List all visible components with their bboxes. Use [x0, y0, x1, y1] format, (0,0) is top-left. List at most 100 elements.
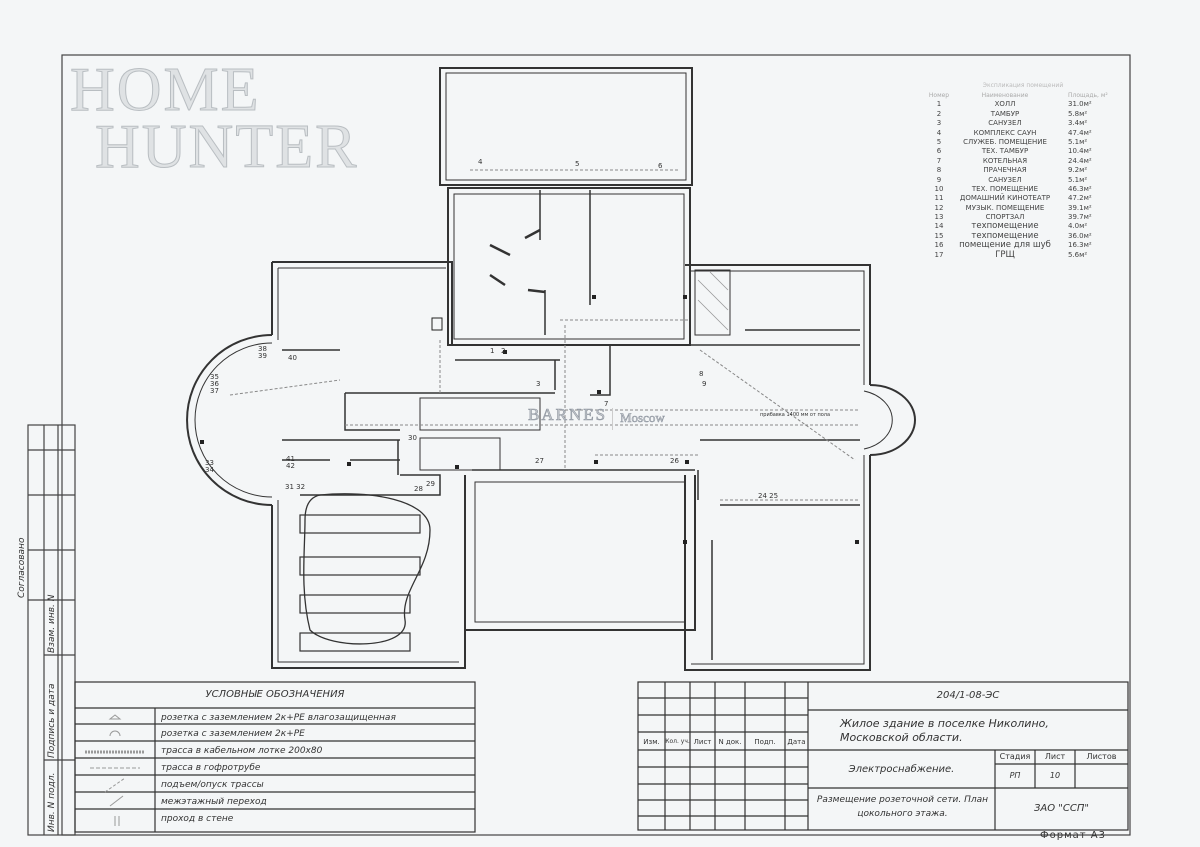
- legend-item: розетка с заземлением 2к+PE: [161, 729, 305, 739]
- room-number: 12: [934, 203, 944, 212]
- room-row: 15 техпомещение 36.0м²: [928, 230, 1118, 241]
- room-area: 16.3м²: [1068, 241, 1092, 250]
- col-num: Номер: [928, 92, 950, 99]
- room-name: техпомещение: [971, 230, 1039, 241]
- drawing-code: 204/1-08-ЭС: [936, 690, 1000, 701]
- sheet-label: Лист: [1044, 752, 1066, 761]
- riser-icon: [104, 777, 126, 793]
- room-name: ТЕХ. ПОМЕЩЕНИЕ: [971, 184, 1039, 193]
- company-name: ЗАО "ССП": [1034, 803, 1089, 814]
- room-name: КОТЕЛЬНАЯ: [982, 156, 1028, 165]
- plan-label: 9: [702, 380, 707, 388]
- drawing-frame: [61, 54, 1131, 836]
- legend-item: проход в стене: [161, 814, 234, 824]
- legend-symbols: [85, 714, 145, 826]
- room-row: 17 ГРЩ 5.6м²: [928, 249, 1118, 260]
- legend-item: межэтажный переход: [161, 797, 267, 807]
- room-name: СПОРТЗАЛ: [985, 213, 1025, 222]
- plan-label: 30: [408, 434, 417, 442]
- legend: УСЛОВНЫЕ ОБОЗНАЧЕНИЯ розетка с заземлени…: [75, 682, 475, 832]
- room-area: 5.6м²: [1068, 250, 1088, 259]
- plan-label: 38 39: [258, 345, 267, 360]
- col-list: Лист: [693, 738, 712, 746]
- room-number: 14: [934, 222, 944, 231]
- room-name: ТАМБУР: [990, 109, 1020, 118]
- col-area: Площадь, м²: [1068, 92, 1108, 99]
- plan-label: 24 25: [758, 492, 779, 500]
- plan-label: 26: [670, 457, 679, 465]
- moscow-watermark: Moscow: [620, 410, 665, 426]
- hatching: [697, 271, 729, 331]
- col-kol-uch: Кол. уч.: [665, 738, 690, 745]
- legend-frame: [74, 681, 476, 833]
- room-row: 11 ДОМАШНИЙ КИНОТЕАТР 47.2м²: [928, 194, 1118, 203]
- plan-label: 4: [478, 158, 483, 166]
- plan-label: 31 32: [285, 483, 306, 491]
- stamp-sign-date: Подпись и дата: [47, 683, 57, 758]
- plan-label: 3: [536, 380, 541, 388]
- room-row: 16 помещение для шуб 16.3м²: [928, 240, 1118, 251]
- sockets: [200, 295, 859, 544]
- room-area: 47.2м²: [1068, 194, 1092, 203]
- room-number: 11: [934, 194, 944, 203]
- room-area: 36.0м²: [1068, 231, 1092, 240]
- room-name: помещение для шуб: [959, 240, 1051, 251]
- side-stamp-frame: [27, 424, 76, 836]
- floor-transition-icon: [109, 795, 124, 807]
- sheet-value: 10: [1049, 771, 1061, 780]
- room-name: ГРЩ: [995, 249, 1015, 260]
- room-number: 3: [936, 119, 942, 128]
- room-name: ДОМАШНИЙ КИНОТЕАТР: [959, 194, 1051, 203]
- room-number: 15: [934, 231, 944, 240]
- room-table-title: Экспликация помещений: [982, 82, 1064, 89]
- project-name: Жилое здание в поселке Николино, Московс…: [840, 717, 1049, 744]
- watermark-divider: [612, 408, 613, 430]
- socket-icon: [109, 730, 121, 737]
- room-row: 8 ПРАЧЕЧНАЯ 9.2м²: [928, 166, 1118, 175]
- sheet-format: Формат А3: [1040, 830, 1106, 841]
- room-name: техпомещение: [971, 221, 1039, 232]
- legend-item: трасса в гофротрубе: [161, 763, 261, 773]
- room-number: 8: [936, 166, 942, 175]
- room-name: ТЕХ. ТАМБУР: [981, 147, 1029, 156]
- sheets-label: Листов: [1086, 752, 1117, 761]
- plan-label: 1: [490, 347, 495, 355]
- plan-label: 29: [426, 480, 435, 488]
- room-area: 31.0м²: [1068, 100, 1092, 109]
- home-hunter-watermark-line1: HOME: [70, 56, 261, 125]
- plan-label: 7: [604, 400, 609, 408]
- stamp-approved: Согласовано: [17, 537, 27, 598]
- barnes-watermark: BARNES: [528, 405, 608, 425]
- room-area: 4.0м²: [1068, 222, 1088, 231]
- room-area: 5.1м²: [1068, 175, 1088, 184]
- legend-item: розетка с заземлением 2к+PE влагозащищен…: [161, 713, 396, 723]
- col-data: Дата: [787, 738, 806, 746]
- col-podp: Подп.: [754, 738, 776, 746]
- legend-item: трасса в кабельном лотке 200х80: [161, 746, 323, 756]
- room-name: ПРАЧЕЧНАЯ: [983, 166, 1027, 175]
- room-number: 17: [934, 250, 944, 259]
- waterproof-socket-icon: [108, 714, 122, 720]
- room-number: 7: [936, 156, 942, 165]
- room-number: 4: [936, 128, 942, 137]
- room-number: 5: [936, 137, 942, 146]
- cable-routes: [229, 169, 860, 501]
- col-name: Наименование: [981, 92, 1029, 99]
- room-area: 9.2м²: [1068, 166, 1088, 175]
- room-number: 16: [934, 241, 944, 250]
- room-row: 14 техпомещение 4.0м²: [928, 221, 1118, 232]
- title-block-frame: [637, 681, 1129, 831]
- room-area: 24.4м²: [1068, 156, 1092, 165]
- room-area: 5.8м²: [1068, 109, 1088, 118]
- legend-item: подъем/опуск трассы: [161, 780, 264, 790]
- room-number: 9: [936, 175, 942, 184]
- col-n-dok: N док.: [718, 738, 742, 746]
- room-area: 46.3м²: [1068, 184, 1092, 193]
- plan-note: прибавка 1400 мм от пола: [760, 412, 831, 418]
